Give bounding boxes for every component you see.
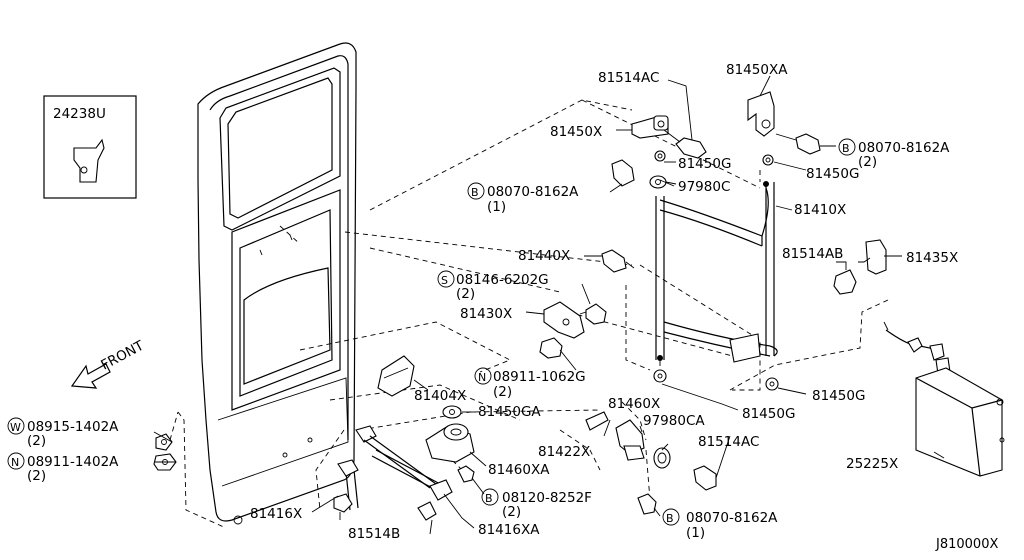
washer-81450ga <box>442 405 462 419</box>
label-81422x: 81422X <box>538 444 590 460</box>
bracket-81404x <box>377 355 415 397</box>
bolt-81514ac-top <box>663 129 707 159</box>
label-81404x: 81404X <box>414 388 466 404</box>
label-81450x: 81450X <box>550 124 602 140</box>
qty-08070-top-left: (1) <box>487 199 506 215</box>
label-81460xa: 81460XA <box>488 462 550 478</box>
prefix-b-top-right: B <box>842 142 850 155</box>
washer-81450g-4 <box>653 369 667 383</box>
label-81450g-1: 81450G <box>678 156 731 172</box>
label-08911-left: 08911-1402A <box>27 454 119 470</box>
prefix-s-08146: S <box>441 274 448 287</box>
label-97980ca: 97980CA <box>643 413 705 429</box>
washer-08915 <box>155 433 173 451</box>
bracket-81450xa <box>747 91 775 137</box>
label-08070-top-right: 08070-8162A <box>858 140 950 156</box>
label-81450xa: 81450XA <box>726 62 788 78</box>
label-81460x: 81460X <box>608 396 660 412</box>
label-81514ac-bottom: 81514AC <box>698 434 759 450</box>
bracket-81430x <box>543 301 585 339</box>
harness-right <box>883 321 951 375</box>
label-08070-bottom: 08070-8162A <box>686 510 778 526</box>
label-81450g-3: 81450G <box>812 388 865 404</box>
label-24238u: 24238U <box>53 106 106 122</box>
label-81514ab: 81514AB <box>782 246 843 262</box>
label-81430x: 81430X <box>460 306 512 322</box>
qty-08915: (2) <box>27 433 46 449</box>
label-08120: 08120-8252F <box>502 490 592 506</box>
unit-25225x <box>915 367 1005 477</box>
bracket-81422x <box>585 411 609 431</box>
label-81514b: 81514B <box>348 526 400 542</box>
bolt-81440x <box>601 249 635 273</box>
prefix-b-top-left: B <box>471 186 479 199</box>
label-08915: 08915-1402A <box>27 419 119 435</box>
qty-08070-bottom: (1) <box>686 525 705 541</box>
qty-08070-top-right: (2) <box>858 154 877 170</box>
defroster-frame-81410x <box>655 181 778 366</box>
prefix-b-bottom: B <box>666 512 674 525</box>
label-81440x: 81440X <box>518 248 570 264</box>
label-08070-top-left: 08070-8162A <box>487 184 579 200</box>
leader-lines <box>153 75 945 529</box>
prefix-w-08915: W <box>10 421 21 434</box>
prefix-n-mid: N <box>478 371 486 384</box>
prefix-symbols <box>7 138 856 526</box>
label-81435x: 81435X <box>906 250 958 266</box>
washer-81450g-2 <box>762 154 774 166</box>
washer-97980c <box>649 175 677 189</box>
label-81450g-2: 81450G <box>806 166 859 182</box>
front-arrow <box>70 363 111 389</box>
nut-08911-mid <box>539 337 563 359</box>
qty-08120: (2) <box>502 504 521 520</box>
link-81416xa <box>371 449 453 535</box>
prefix-n-left: N <box>11 456 19 469</box>
bolt-81514ac-bottom <box>693 465 717 491</box>
bracket-81514ab <box>833 269 857 295</box>
nut-81514b <box>333 493 353 513</box>
inset-24238u <box>43 95 137 199</box>
label-25225x: 25225X <box>846 456 898 472</box>
label-81416xa: 81416XA <box>478 522 540 538</box>
bolt-08070-bottom <box>637 493 657 515</box>
label-08911-mid: 08911-1062G <box>493 369 586 385</box>
link-81416x <box>337 425 437 511</box>
qty-08911-mid: (2) <box>493 384 512 400</box>
rear-door-panel <box>197 42 357 522</box>
qty-08911-left: (2) <box>27 468 46 484</box>
front-label: FRONT <box>98 337 147 373</box>
bolt-08120 <box>457 465 475 483</box>
connector-81435x <box>858 239 887 275</box>
bracket-81460x <box>615 419 645 461</box>
label-08146: 08146-6202G <box>456 272 549 288</box>
guide-lines <box>169 99 889 529</box>
label-81410x: 81410X <box>794 202 846 218</box>
bolt-08070-top-left <box>611 159 635 187</box>
bolt-08070-top-right <box>775 133 836 155</box>
hole-grommet <box>233 515 243 525</box>
bracket-81450x <box>631 115 669 139</box>
label-81416x: 81416X <box>250 506 302 522</box>
label-81450g-4: 81450G <box>742 406 795 422</box>
gasket-97980ca <box>653 447 671 469</box>
drawing-code: J810000X <box>935 537 998 552</box>
qty-08146: (2) <box>456 286 475 302</box>
prefix-b-08120: B <box>485 492 493 505</box>
label-81450ga: 81450GA <box>478 404 541 420</box>
washer-81450g-1 <box>654 150 666 162</box>
screw-08146 <box>579 303 607 325</box>
label-81514ac-top: 81514AC <box>598 70 659 86</box>
washer-81450g-3 <box>765 377 779 391</box>
motor-81460xa <box>425 423 475 463</box>
label-97980c: 97980C <box>678 179 730 195</box>
